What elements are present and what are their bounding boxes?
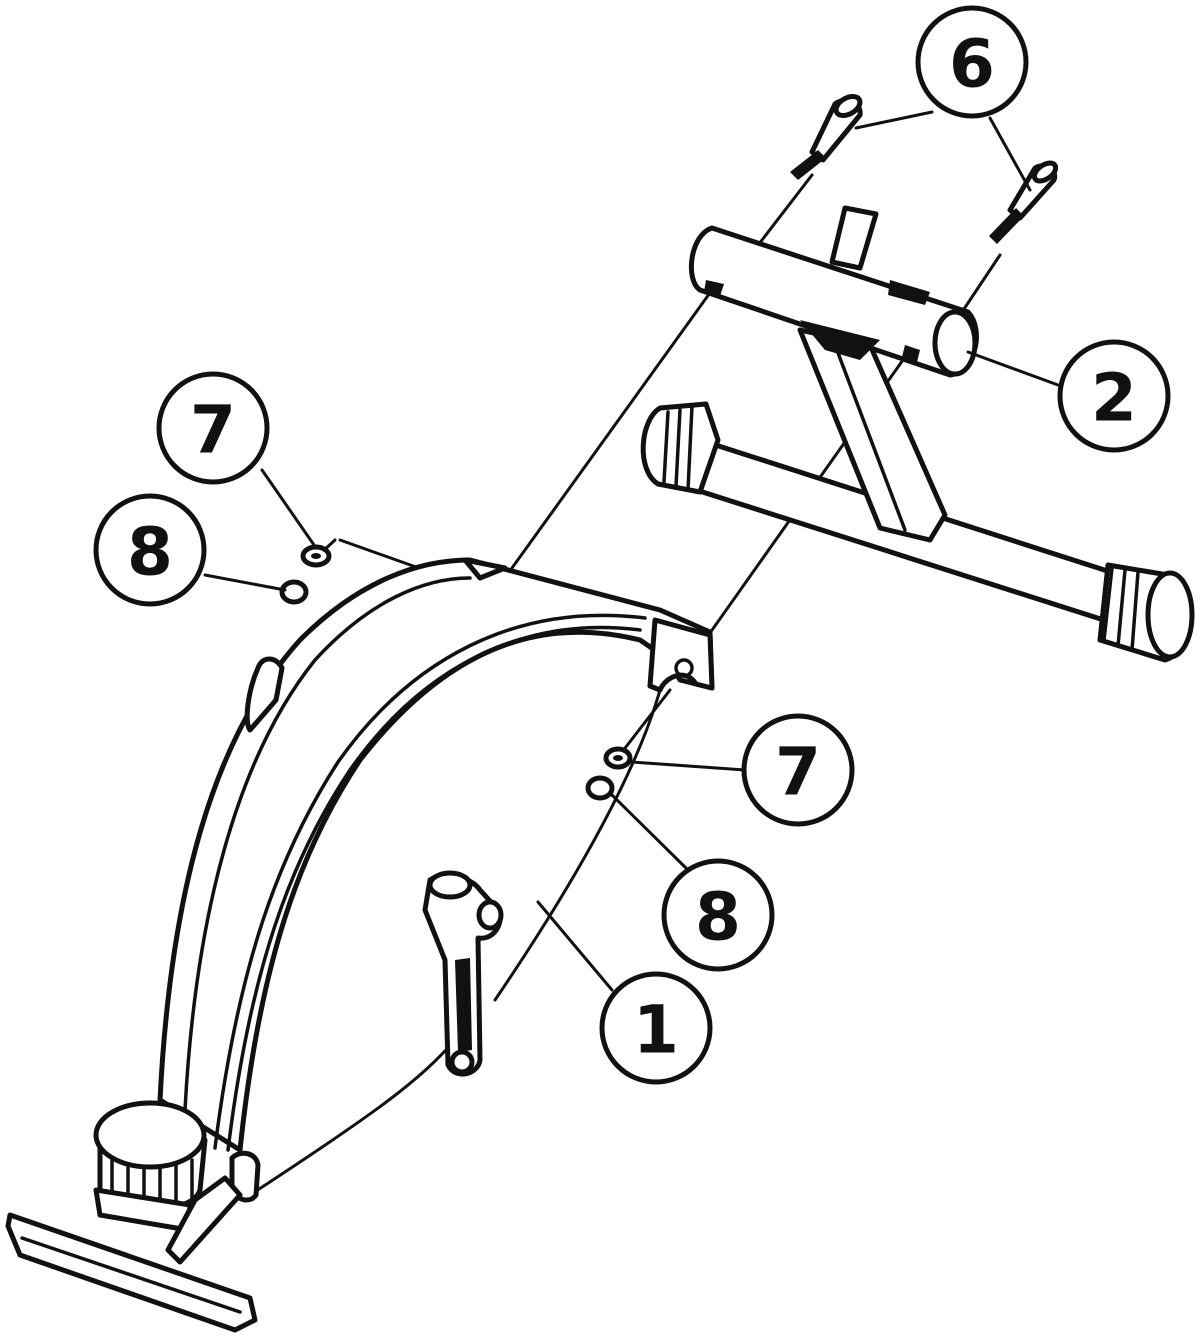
part-2-handlebar-assembly <box>640 205 1195 663</box>
bolt-left-thread <box>790 150 826 180</box>
guide-line-crank-cable <box>493 688 662 1002</box>
leader-1 <box>536 900 614 992</box>
part-7-washer-left <box>300 544 332 568</box>
tension-knob-assembly <box>93 1100 243 1265</box>
frame-inner-rim-1 <box>226 625 642 1152</box>
leader-8-right <box>610 793 690 872</box>
bolt-left <box>790 94 863 180</box>
frame-top-tab <box>462 557 508 581</box>
callout-6-label: 6 <box>949 26 995 103</box>
crank-bottom-hole <box>449 1049 475 1075</box>
nut-right <box>585 775 615 801</box>
callout-6: 6 <box>915 5 1029 119</box>
callout-leader-lines <box>203 110 1060 992</box>
callout-7-right-label: 7 <box>775 734 821 811</box>
bolt-left-head <box>833 94 863 118</box>
foot-plate-body <box>5 1212 258 1333</box>
callout-2-label: 2 <box>1091 360 1137 437</box>
foot-plate-edge <box>20 1236 242 1314</box>
handlebar-stem-top <box>829 205 879 271</box>
knob-ridges <box>110 1158 194 1214</box>
frame-side-handle <box>244 656 285 733</box>
callout-7-left-label: 7 <box>190 392 236 469</box>
foot-connector <box>165 1175 243 1265</box>
callout-2: 2 <box>1057 339 1171 453</box>
part-7-washer-right <box>603 746 633 770</box>
crossbar-top-shadow <box>888 280 930 305</box>
callout-8-right: 8 <box>661 858 775 972</box>
callout-8-left-circle <box>93 493 207 607</box>
callout-1-label: 1 <box>633 992 679 1069</box>
bolt-right-thread <box>989 208 1024 244</box>
callout-7-right-circle <box>741 713 855 827</box>
leader-8-left <box>203 573 287 592</box>
guide-line-washer-right <box>620 688 672 754</box>
callout-7-left: 7 <box>156 371 270 485</box>
part-8-nut-right <box>585 775 615 801</box>
leader-7-left <box>260 468 316 547</box>
callout-7-left-circle <box>156 371 270 485</box>
bolt-right-head <box>1031 160 1059 184</box>
part-1-main-frame <box>157 557 715 1203</box>
crank-pedal-hub <box>427 870 473 900</box>
callout-2-circle <box>1057 339 1171 453</box>
crank-hub-hole <box>476 899 504 931</box>
callout-1: 1 <box>599 971 713 1085</box>
bracket-hole <box>674 658 694 678</box>
callout-1-circle <box>599 971 713 1085</box>
guide-line-crank-bottom <box>248 1038 457 1197</box>
callout-8-right-circle <box>661 858 775 972</box>
crossbar-hole-right <box>902 345 920 362</box>
crank-arm <box>422 870 504 1077</box>
part-6-bolts <box>790 94 1059 244</box>
callout-8-right-label: 8 <box>695 879 741 956</box>
washer-left-hole <box>311 553 321 559</box>
callout-6-circle <box>915 5 1029 119</box>
crossbar-junction-shadow <box>800 320 880 360</box>
leader-6-left <box>854 110 934 130</box>
leader-2 <box>966 350 1060 387</box>
callout-8-left-label: 8 <box>127 514 173 591</box>
frame-inner-rim-2 <box>213 613 647 1150</box>
washer-right-hole <box>613 755 623 761</box>
crank-arm-slot <box>455 958 472 1052</box>
front-foot-plate <box>5 1212 258 1333</box>
frame-outer-rim <box>183 576 472 1112</box>
nut-left <box>279 579 309 605</box>
crossbar-hole-left <box>704 280 724 296</box>
right-cap-ridges <box>1102 566 1140 652</box>
callout-7-right: 7 <box>741 713 855 827</box>
left-cap-ridges <box>662 404 694 492</box>
bolt-right <box>989 160 1059 244</box>
part-8-nut-left <box>279 579 309 605</box>
leader-7-right <box>630 760 747 772</box>
support-tube-highlight <box>833 343 907 532</box>
callout-8-left: 8 <box>93 493 207 607</box>
guide-line-left-post <box>510 288 714 570</box>
knob-top <box>93 1100 207 1170</box>
right-cap-face <box>1145 570 1195 660</box>
leader-6-right <box>988 116 1032 192</box>
lower-crossbar-left-cap <box>640 401 721 495</box>
upper-crossbar-end <box>932 309 978 377</box>
